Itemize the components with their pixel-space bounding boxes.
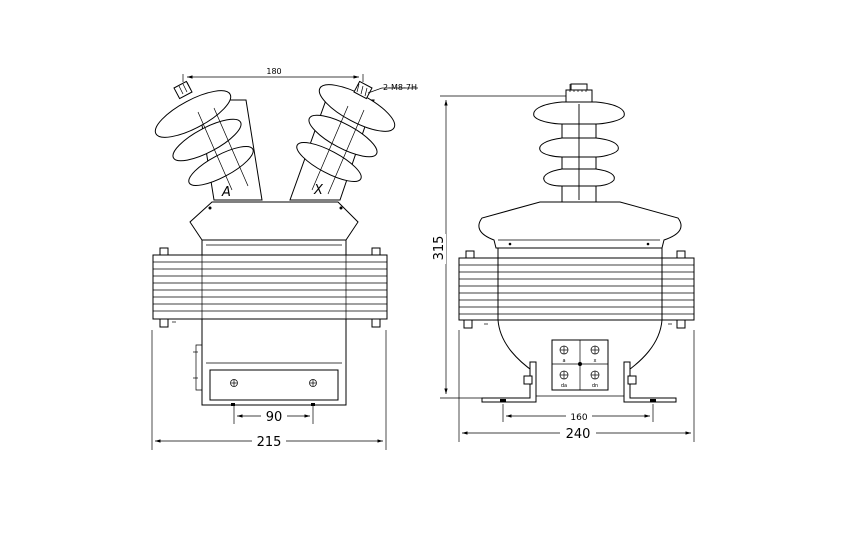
left-bushing: A <box>154 80 263 201</box>
bushing-label-x: X <box>313 183 324 198</box>
dim-bushing-spacing: 180 <box>266 67 281 76</box>
bushing-label-a: A <box>221 185 231 200</box>
side-fins <box>458 250 695 329</box>
dim-height-side: 315 <box>432 236 447 261</box>
dim-width-side: 240 <box>566 427 591 442</box>
side-view: a x da dn 315 160 240 <box>432 83 695 442</box>
terminal-label-x: x <box>594 358 597 364</box>
side-bushing <box>533 83 625 203</box>
front-head <box>189 201 359 241</box>
side-head <box>478 201 682 249</box>
front-view: A X <box>151 67 418 450</box>
front-fins <box>152 247 388 328</box>
front-base-plate <box>209 369 339 401</box>
right-bushing: X <box>289 80 396 201</box>
terminal-label-a: a <box>562 358 565 364</box>
dim-foot-spacing-front: 90 <box>266 410 283 425</box>
bolt-spec-label: 2-M8-7H <box>383 83 417 92</box>
terminal-label-da: da <box>561 383 567 389</box>
side-feet <box>481 361 677 403</box>
terminal-label-dn: dn <box>592 383 598 389</box>
dim-width-front: 215 <box>257 435 282 450</box>
terminal-box: a x da dn <box>551 339 609 391</box>
dim-foot-spacing-side: 160 <box>570 413 587 423</box>
